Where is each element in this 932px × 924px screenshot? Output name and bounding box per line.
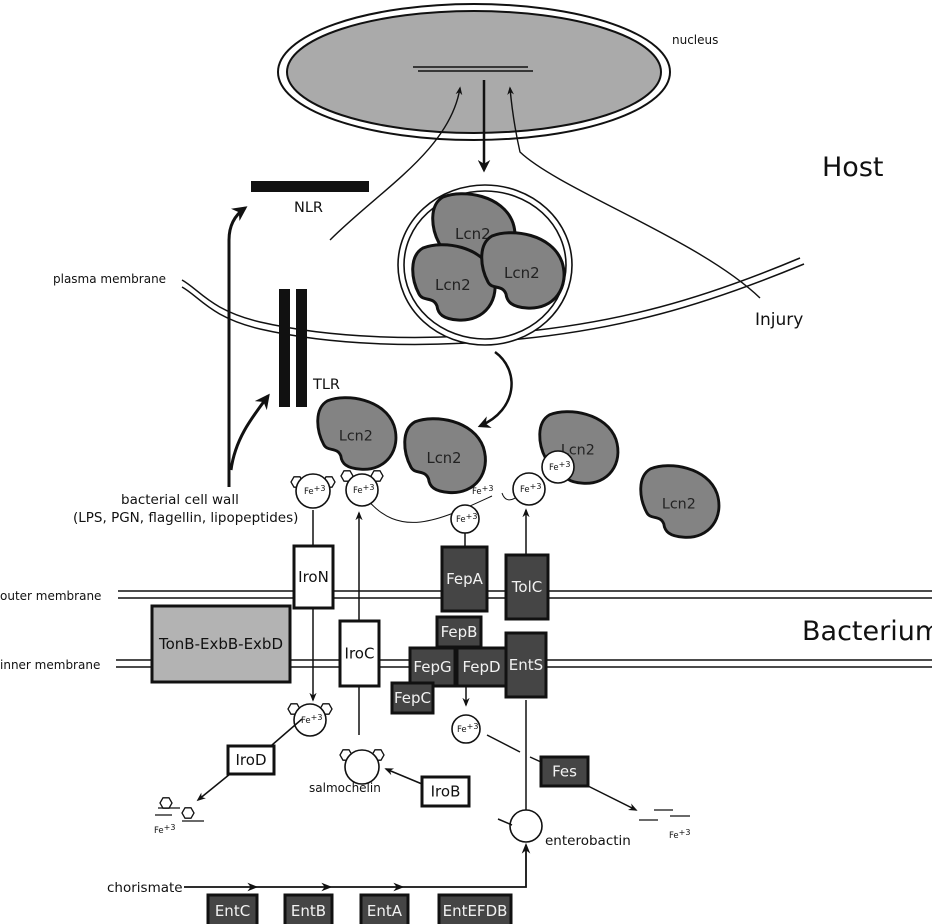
enterobactin — [509, 809, 543, 843]
fepa-bound-iron: Fe+3 — [450, 504, 480, 534]
fes-enzyme-label: Fes — [552, 763, 577, 781]
iron-receptor-label: IroN — [298, 568, 329, 586]
iroc-transporter: IroC — [338, 619, 381, 688]
fe-transfer-to-salmochelin — [365, 495, 493, 523]
lcn2-protein: Lcn2 — [480, 231, 566, 310]
fes-enzyme: Fes — [539, 755, 590, 788]
tlr-activation-arrow — [229, 393, 270, 471]
fepc-protein: FepC — [390, 681, 435, 715]
irob-enzyme-label: IroB — [431, 783, 461, 801]
lcn2-secretion-arrow — [477, 350, 513, 428]
pathway-step-enta: EntA — [359, 893, 410, 924]
fepd-protein: FepD — [455, 646, 508, 688]
iron-label: Fe+3 — [549, 460, 570, 473]
fepa-receptor-label: FepA — [446, 570, 484, 588]
pathway-step-label: EntC — [215, 902, 250, 920]
irob-arrow — [384, 768, 423, 785]
free-iron-label: Fe+3 — [472, 484, 493, 497]
lcn2-label: Lcn2 — [504, 264, 540, 282]
iron-label: Fe+3 — [301, 713, 322, 726]
salmochelin-label: salmochelin — [309, 781, 381, 795]
internalized-salmochelin-iron: Fe+3 — [287, 703, 333, 737]
fes-products — [639, 809, 690, 821]
salmochelin — [339, 749, 385, 785]
injury-label: Injury — [755, 310, 803, 330]
enterobactin-label: enterobactin — [545, 833, 631, 849]
cell-wall-components-label: (LPS, PGN, flagellin, lipopeptides) — [73, 510, 298, 526]
tlr-receptor-left — [279, 289, 290, 407]
fepg-protein: FepG — [408, 646, 457, 688]
pathway-step-label: EntEFDB — [443, 902, 508, 920]
nucleus — [277, 3, 671, 141]
tlr-label: TLR — [312, 377, 340, 393]
iron-label: Fe+3 — [457, 722, 478, 735]
nucleus-label: nucleus — [672, 33, 718, 47]
host-label: Host — [822, 152, 883, 183]
nlr-label: NLR — [294, 200, 323, 216]
fepg-protein-label: FepG — [413, 658, 451, 676]
lcn2-protein: Lcn2 — [316, 396, 398, 471]
fepa-receptor: FepA — [440, 545, 489, 613]
tolc-channel: TolC — [504, 553, 550, 621]
iron-label: Fe+3 — [520, 482, 541, 495]
pathway-step-entb: EntB — [283, 893, 334, 924]
iron-label: Fe+3 — [304, 484, 325, 497]
salmochelin-iron-exported: Fe+3 — [340, 470, 384, 507]
iron-label: Fe+3 — [456, 512, 477, 525]
iron-label: Fe+3 — [353, 483, 374, 496]
plasma-membrane-label: plasma membrane — [53, 272, 166, 286]
ents-transporter-label: EntS — [509, 656, 543, 674]
biosynthesis-pathway-line — [184, 842, 531, 892]
bacterium-label: Bacterium — [802, 616, 932, 647]
internalized-enterobactin-iron: Fe+3 — [451, 714, 481, 744]
lcn2-label: Lcn2 — [662, 497, 696, 513]
fes-arrow — [587, 785, 638, 811]
nlr-activation-arrow — [227, 206, 248, 487]
tlr-receptor-right — [296, 289, 307, 407]
irod-enzyme: IroD — [226, 744, 276, 776]
salmochelin-iron-complex: Fe+3 — [290, 473, 336, 509]
irod-arrow — [196, 773, 231, 802]
lcn2-label: Lcn2 — [427, 450, 462, 467]
fepb-protein-label: FepB — [441, 623, 478, 641]
pathway-step-label: EntB — [291, 902, 326, 920]
nlr-receptor — [251, 181, 369, 192]
outer-membrane-label: outer membrane — [0, 589, 101, 603]
fepb-protein: FepB — [435, 615, 483, 649]
iroc-transporter-label: IroC — [345, 645, 375, 663]
fepd-protein-label: FepD — [462, 658, 500, 676]
irod-enzyme-label: IroD — [236, 751, 267, 769]
tonb-exbb-exbd-complex-label: TonB-ExbB-ExbD — [158, 635, 283, 653]
lcn2-label: Lcn2 — [435, 276, 471, 294]
irod-iron-label: Fe+3 — [154, 823, 175, 836]
tolc-channel-label: TolC — [511, 578, 542, 596]
inner-membrane-label: inner membrane — [0, 658, 100, 672]
lcn2-protein: Lcn2 — [403, 417, 487, 494]
pathway-step-entc: EntC — [206, 893, 259, 924]
chorismate-label: chorismate — [107, 880, 183, 896]
fepc-protein-label: FepC — [394, 689, 431, 707]
lcn2-label: Lcn2 — [455, 225, 491, 243]
iron-receptor: IroN — [292, 544, 335, 610]
lcn2-bound-iron: Fe+3 — [541, 450, 575, 484]
lcn2-protein: Lcn2 — [639, 464, 721, 539]
signal-arrow-left — [329, 86, 463, 241]
irod-products — [155, 797, 204, 822]
tonb-exbb-exbd-complex: TonB-ExbB-ExbD — [150, 604, 292, 684]
fes-iron-label: Fe+3 — [669, 828, 690, 841]
cell-wall-label: bacterial cell wall — [121, 492, 239, 508]
enterobactin-iron-complex: Fe+3 — [512, 472, 546, 506]
ents-transporter: EntS — [504, 631, 548, 699]
irob-enzyme: IroB — [420, 775, 471, 808]
pathway-step-entefdb: EntEFDB — [437, 893, 513, 924]
lcn2-label: Lcn2 — [339, 429, 373, 445]
signal-arrow-right — [507, 86, 761, 299]
pathway-step-label: EntA — [367, 902, 403, 920]
